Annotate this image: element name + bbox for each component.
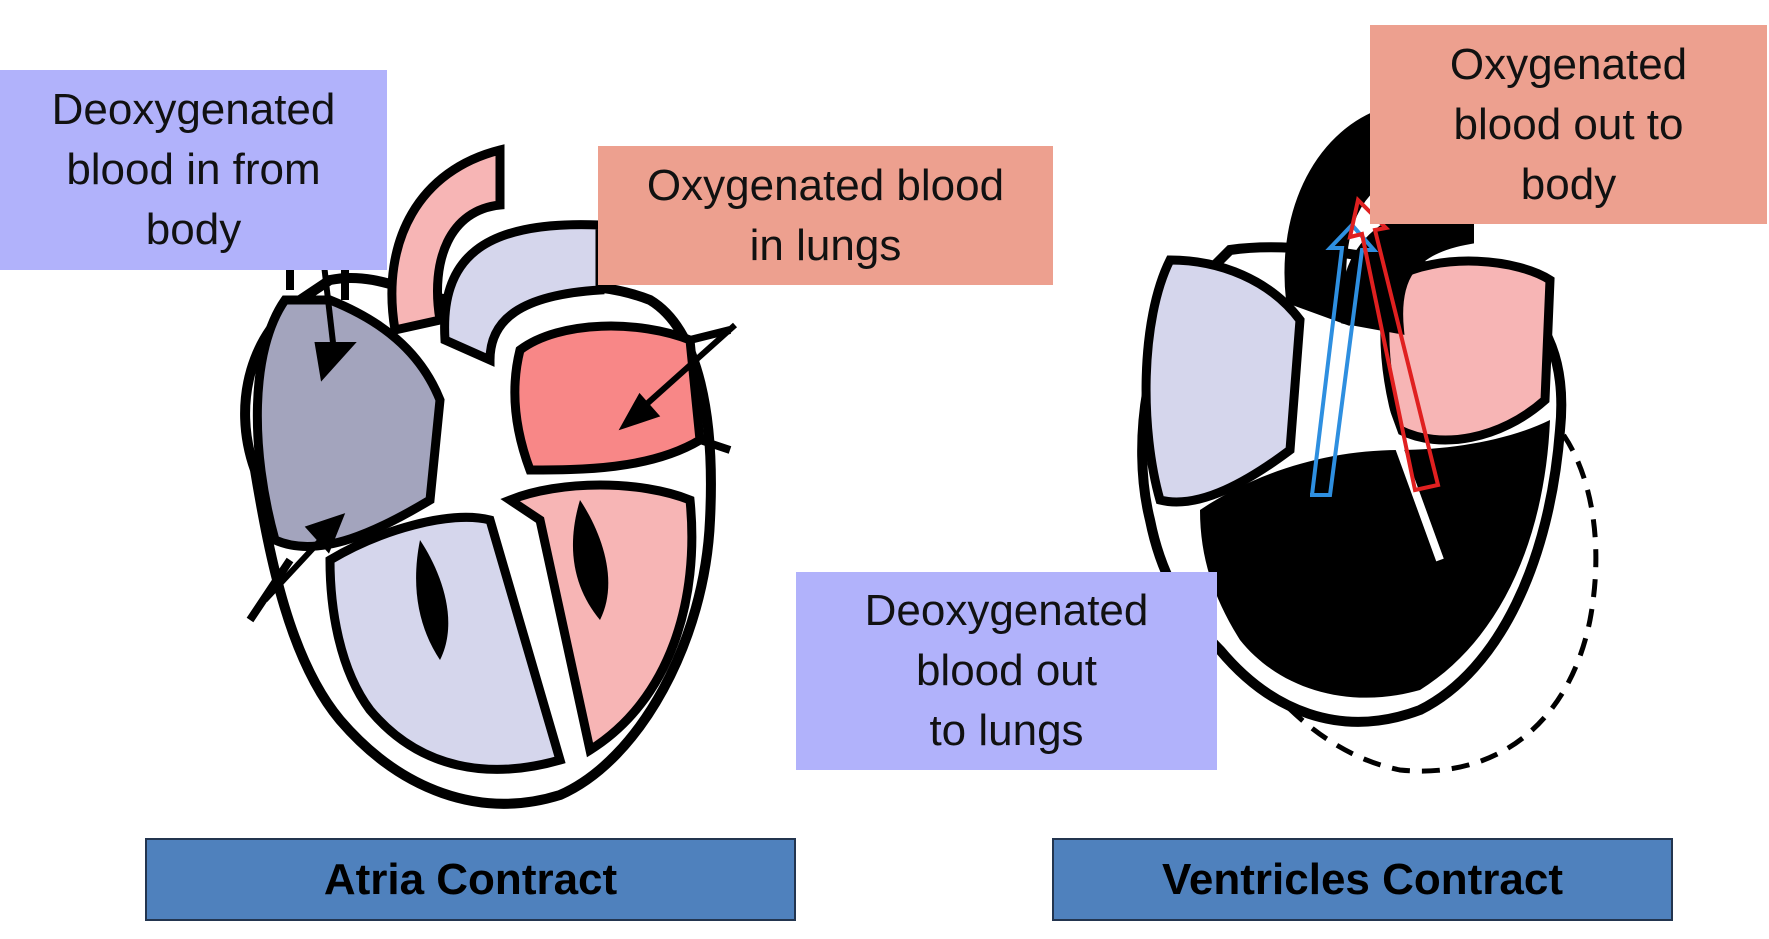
- label-oxygenated-in-lungs: Oxygenated blood in lungs: [598, 146, 1053, 285]
- heart-ventricles-contract: [1137, 104, 1599, 774]
- right-septum: [1356, 338, 1444, 562]
- left-aorta: [387, 144, 505, 336]
- label-oxygenated-out-to-body: Oxygenated blood out to body: [1370, 25, 1767, 224]
- left-flow-arrows: [262, 229, 738, 603]
- caption-ventricles-contract: Ventricles Contract: [1052, 838, 1673, 921]
- right-ventricles: [1200, 420, 1550, 698]
- right-right-atrium: [1141, 255, 1305, 507]
- left-tricuspid-valve: [416, 540, 449, 660]
- label-deoxygenated-out-to-lungs: Deoxygenated blood out to lungs: [796, 572, 1217, 770]
- left-right-atrium: [252, 295, 445, 551]
- left-mitral-valve: [572, 500, 609, 620]
- right-left-atrium: [1380, 256, 1555, 445]
- heart-atria-contract: [240, 144, 738, 809]
- right-heart-dashed-outline: [1187, 428, 1599, 774]
- left-left-atrium: [510, 321, 705, 475]
- caption-atria-contract: Atria Contract: [145, 838, 796, 921]
- left-inferior-vena-cava: [246, 557, 294, 623]
- label-deoxygenated-in-from-body: Deoxygenated blood in from body: [0, 70, 387, 270]
